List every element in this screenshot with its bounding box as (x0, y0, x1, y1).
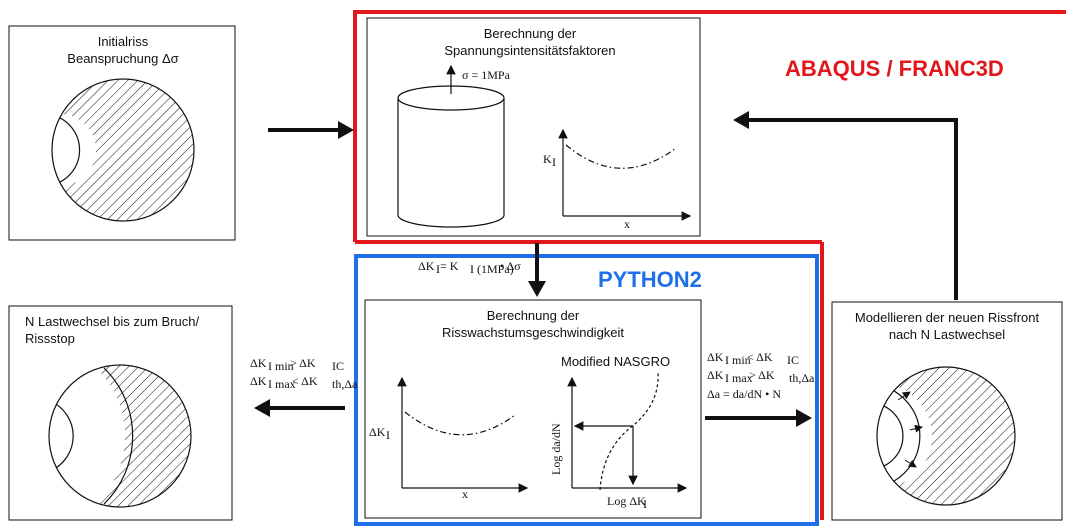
sif-ylabel-sub: I (552, 155, 556, 169)
model-title-2: nach N Lastwechsel (889, 327, 1005, 342)
svg-text:I: I (436, 262, 440, 276)
conditions-right: ΔK I min < ΔK IC ΔK I max > ΔK th,Δa Δa … (707, 350, 815, 401)
svg-text:IC: IC (787, 353, 799, 367)
sif-ylabel: K (543, 152, 552, 166)
nasgro-xlabel: Log ΔK (607, 494, 646, 508)
model-crack-circle (876, 366, 1016, 506)
cylinder-specimen (397, 85, 505, 228)
svg-text:th,Δa: th,Δa (789, 371, 815, 385)
arrow-model-to-sif (748, 118, 958, 300)
python-region-frame (354, 254, 819, 526)
growth-xlabel: x (462, 487, 468, 501)
svg-text:< ΔK: < ΔK (292, 374, 318, 388)
svg-text:th,Δa: th,Δa (332, 377, 358, 391)
initial-crack-box: Initialriss Beanspruchung Δσ (8, 25, 236, 241)
svg-text:I min: I min (725, 353, 751, 367)
growth-title-2: Risswachstumsgeschwindigkeit (442, 325, 624, 340)
svg-text:IC: IC (332, 359, 344, 373)
model-title-1: Modellieren der neuen Rissfront (855, 310, 1040, 325)
final-crack-circle (48, 364, 192, 508)
initial-crack-circle (51, 78, 195, 222)
final-title-2: Rissstop (25, 331, 75, 346)
sif-graph: K I x (543, 128, 692, 231)
da-formula: Δa = da/dN • N (707, 387, 781, 401)
svg-text:< ΔK: < ΔK (747, 350, 773, 364)
nasgro-title: Modified NASGRO (561, 354, 670, 369)
growth-ylabel: ΔK (369, 425, 386, 439)
svg-text:I max: I max (725, 371, 753, 385)
svg-text:> ΔK: > ΔK (749, 368, 775, 382)
abaqus-label: ABAQUS / FRANC3D (785, 56, 1004, 81)
sif-title-2: Spannungsintensitätsfaktoren (444, 43, 615, 58)
initial-title-1: Initialriss (98, 34, 149, 49)
svg-text:> ΔK: > ΔK (290, 356, 316, 370)
sif-xlabel: x (624, 217, 630, 231)
svg-text:ΔK: ΔK (418, 259, 435, 273)
final-box: N Lastwechsel bis zum Bruch/ Rissstop (8, 305, 233, 521)
python-label: PYTHON2 (598, 267, 702, 292)
abaqus-region-frame (353, 10, 1066, 520)
nasgro-ylabel: Log da/dN (549, 423, 563, 475)
sif-box: Berechnung der Spannungsintensitätsfakto… (366, 17, 701, 237)
svg-text:ΔK: ΔK (250, 374, 267, 388)
svg-text:I min: I min (268, 359, 294, 373)
sigma-label: σ = 1MPa (462, 68, 511, 82)
svg-text:I (1MPa): I (1MPa) (470, 262, 514, 276)
dk-formula: ΔK I = K I (1MPa) • Δσ (418, 259, 521, 276)
sif-title-1: Berechnung der (484, 26, 577, 41)
svg-text:ΔK: ΔK (250, 356, 267, 370)
initial-title-2: Beanspruchung Δσ (67, 51, 178, 66)
growth-title-1: Berechnung der (487, 308, 580, 323)
svg-text:• Δσ: • Δσ (500, 259, 521, 273)
svg-text:ΔK: ΔK (707, 368, 724, 382)
growth-box: Berechnung der Risswachstumsgeschwindigk… (364, 299, 702, 519)
svg-text:= K: = K (440, 259, 459, 273)
model-box: Modellieren der neuen Rissfront nach N L… (831, 301, 1063, 521)
growth-ylabel-sub: I (386, 428, 390, 442)
conditions-left: ΔK I min > ΔK IC ΔK I max < ΔK th,Δa (250, 356, 358, 391)
nasgro-xlabel-sub: I (643, 497, 647, 511)
svg-text:ΔK: ΔK (707, 350, 724, 364)
nasgro-graph: Modified NASGRO Log da/dN Log ΔK I (549, 354, 688, 511)
svg-text:I max: I max (268, 377, 296, 391)
final-title-1: N Lastwechsel bis zum Bruch/ (25, 314, 200, 329)
growth-graph: ΔK I x (369, 376, 529, 501)
